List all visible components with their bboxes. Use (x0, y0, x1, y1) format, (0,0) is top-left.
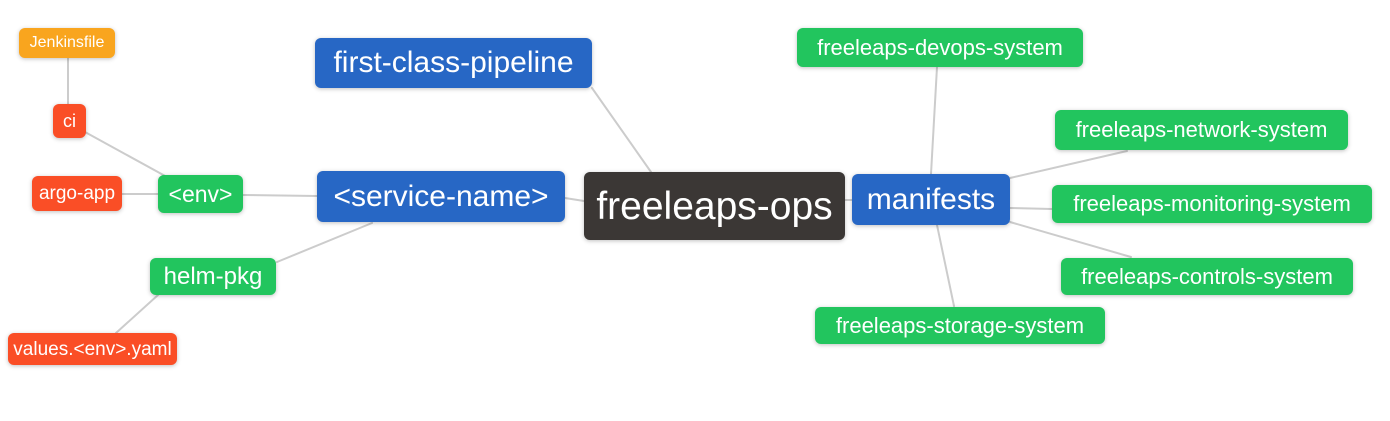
edge-manifests-monitoring-system (1009, 207, 1053, 210)
node-freeleaps-monitoring-system[interactable]: freeleaps-monitoring-system (1052, 185, 1372, 223)
edge-manifests-network-system (1009, 150, 1128, 179)
edge-helm-pkg-service-name (276, 222, 373, 263)
edge-manifests-storage-system (936, 224, 955, 307)
edge-service-name-freeleaps-ops (564, 197, 585, 202)
edge-ci-env (84, 131, 168, 178)
node-freeleaps-controls-system[interactable]: freeleaps-controls-system (1061, 258, 1353, 295)
node-service-name[interactable]: <service-name> (317, 171, 565, 222)
edge-helm-pkg-values-env-yaml (115, 294, 159, 334)
node-first-class-pipeline[interactable]: first-class-pipeline (315, 38, 592, 88)
node-env[interactable]: <env> (158, 175, 243, 213)
node-freeleaps-devops-system[interactable]: freeleaps-devops-system (797, 28, 1083, 67)
node-freeleaps-storage-system[interactable]: freeleaps-storage-system (815, 307, 1105, 344)
edge-pipeline-freeleaps-ops (591, 87, 652, 173)
edge-env-service-name (242, 194, 318, 197)
node-jenkinsfile[interactable]: Jenkinsfile (19, 28, 115, 58)
node-argo-app[interactable]: argo-app (32, 176, 122, 211)
node-freeleaps-ops[interactable]: freeleaps-ops (584, 172, 845, 240)
edge-manifests-controls-system (1009, 221, 1132, 258)
edge-manifests-devops-system (930, 66, 938, 175)
node-manifests[interactable]: manifests (852, 174, 1010, 225)
node-values-env-yaml[interactable]: values.<env>.yaml (8, 333, 177, 365)
node-ci[interactable]: ci (53, 104, 86, 138)
node-freeleaps-network-system[interactable]: freeleaps-network-system (1055, 110, 1348, 150)
node-helm-pkg[interactable]: helm-pkg (150, 258, 276, 295)
